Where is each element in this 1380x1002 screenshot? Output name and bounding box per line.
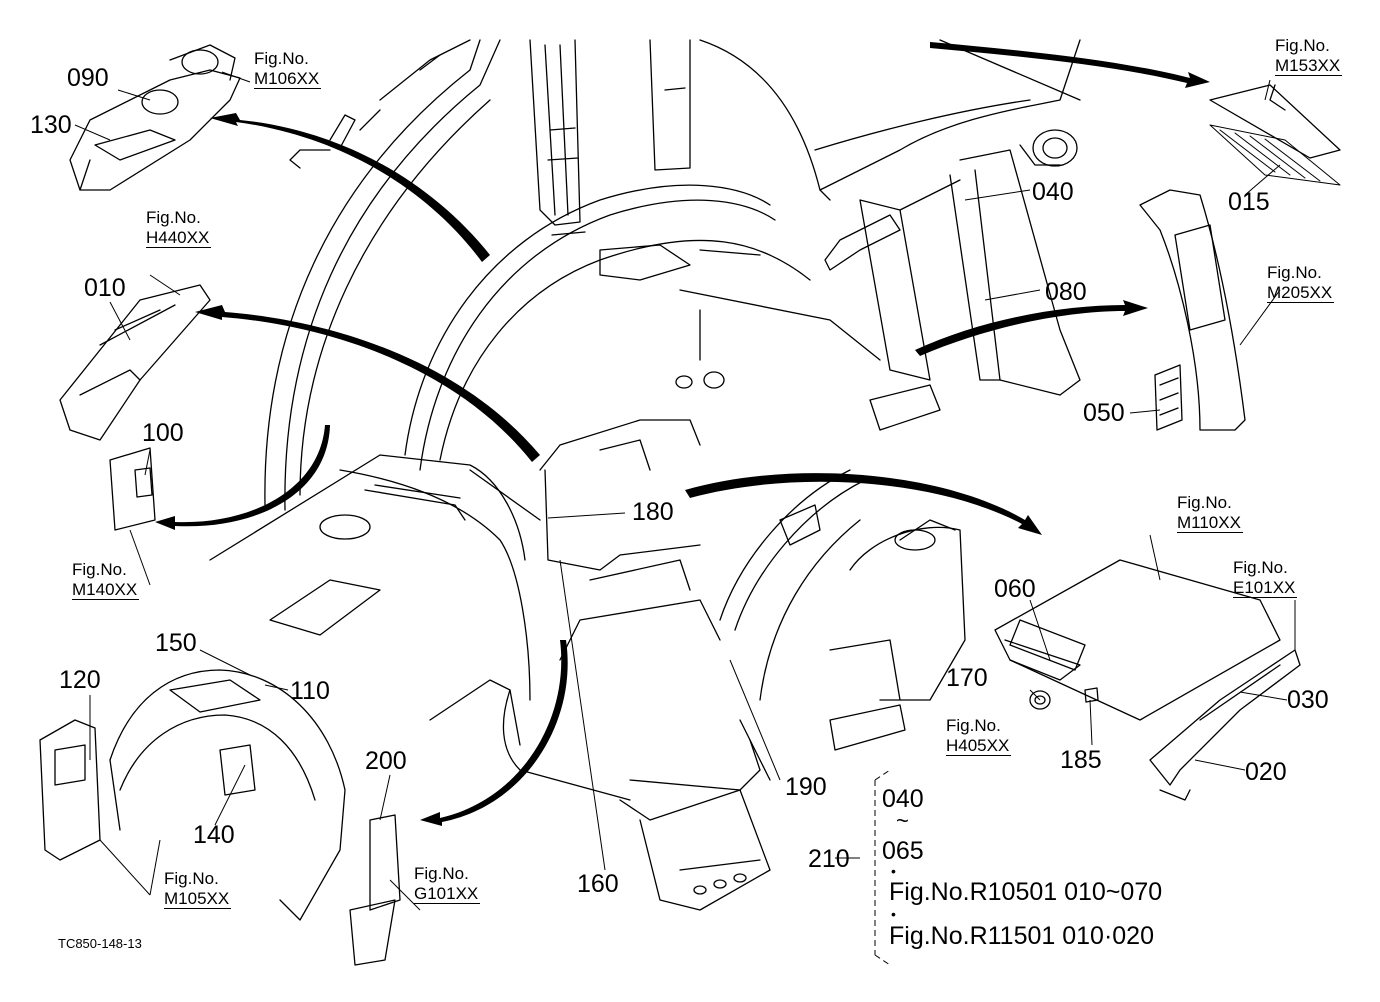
right-wheel-arch [719, 469, 866, 781]
fig-ref-m205: Fig.No. M205XX [1267, 263, 1335, 304]
fig-ref-m105: Fig.No. M105XX [164, 869, 232, 910]
fig-ref-label: Fig.No. [1275, 36, 1330, 55]
bullet-dot: • [891, 906, 896, 922]
left-pillar [529, 39, 586, 236]
part-label-150: 150 [155, 629, 197, 657]
small-panel-100 [109, 447, 156, 531]
leader-lines [74, 71, 1296, 966]
part-label-130: 130 [30, 111, 72, 139]
fig-ref-code: E101XX [1233, 577, 1298, 599]
fig-ref-code: M110XX [1177, 512, 1243, 534]
fig-ref-label: Fig.No. [254, 49, 309, 68]
arrow-to-m110 [685, 473, 1042, 535]
part-label-010: 010 [84, 274, 126, 302]
small-part-185 [1084, 687, 1099, 703]
part-label-210: 210 [808, 845, 850, 873]
range-tilde: ~ [896, 808, 909, 833]
fig-ref-label: Fig.No. [164, 869, 219, 888]
part-050 [1154, 364, 1183, 431]
part-label-090: 090 [67, 64, 109, 92]
filter-015 [1209, 124, 1341, 186]
part-label-080: 080 [1045, 278, 1087, 306]
fig-ref-code: G101XX [414, 883, 481, 905]
plate-m110 [994, 559, 1281, 721]
fig-ref-code: M105XX [164, 888, 232, 910]
arrow-to-m140 [155, 425, 330, 530]
part-label-170: 170 [946, 664, 988, 692]
fig-ref-label: Fig.No. [146, 208, 201, 227]
fig-ref-code: H440XX [146, 227, 212, 249]
axle-housing [829, 519, 966, 751]
fig-ref-h405: Fig.No. H405XX [946, 716, 1012, 757]
part-label-190: 190 [785, 773, 827, 801]
arrows [155, 42, 1210, 826]
part-label-015: 015 [1228, 188, 1270, 216]
part-label-060: 060 [994, 575, 1036, 603]
fig-ref-e101: Fig.No. E101XX [1233, 558, 1298, 599]
inner-structure [439, 239, 881, 571]
left-fender-body [209, 454, 541, 701]
fig-ref-label: Fig.No. [1267, 263, 1322, 282]
fig-ref-g101: Fig.No. G101XX [414, 864, 481, 905]
fig-ref-code: M106XX [254, 68, 322, 90]
part-label-020: 020 [1245, 758, 1287, 786]
part-label-050: 050 [1083, 399, 1125, 427]
round-part-170 [1029, 690, 1051, 710]
part-label-160: 160 [577, 870, 619, 898]
ref-r11501: Fig.No.R11501 010·020 [889, 922, 1154, 950]
bullet-dot: • [891, 863, 896, 879]
drawing-code: TC850-148-13 [58, 936, 142, 951]
part-label-200: 200 [365, 747, 407, 775]
fig-ref-label: Fig.No. [1233, 558, 1288, 577]
rear-panel-m205 [1139, 189, 1246, 431]
fig-ref-label: Fig.No. [946, 716, 1001, 735]
fig-ref-h440: Fig.No. H440XX [146, 208, 212, 249]
part-label-110: 110 [290, 677, 330, 705]
floor-step [429, 559, 771, 911]
fig-ref-m153: Fig.No. M153XX [1275, 36, 1343, 77]
roof-console-assembly [69, 44, 241, 191]
rear-window-frame [824, 149, 1081, 431]
fig-ref-label: Fig.No. [72, 560, 127, 579]
fig-ref-m140: Fig.No. M140XX [72, 560, 140, 601]
part-label-120: 120 [59, 666, 101, 694]
part-label-030: 030 [1287, 686, 1329, 714]
side-panel-010 [59, 284, 211, 441]
round-unit [1019, 129, 1078, 167]
arrow-to-g101 [420, 640, 568, 826]
part-label-040: 040 [1032, 178, 1074, 206]
part-label-180: 180 [632, 498, 674, 526]
bracket-200 [349, 814, 401, 966]
ref-r10501: Fig.No.R10501 010~070 [889, 878, 1163, 906]
fig-ref-label: Fig.No. [1177, 493, 1232, 512]
part-label-140: 140 [193, 821, 235, 849]
fig-ref-code: M140XX [72, 579, 140, 601]
part-label-100: 100 [142, 419, 184, 447]
fig-ref-m106: Fig.No. M106XX [254, 49, 322, 90]
fig-ref-code: M205XX [1267, 282, 1335, 304]
arrow-to-m205 [915, 300, 1148, 356]
fig-ref-label: Fig.No. [414, 864, 469, 883]
fig-ref-m110: Fig.No. M110XX [1177, 493, 1243, 534]
side-panel-120 [39, 719, 101, 861]
arrow-to-m153 [930, 42, 1210, 88]
arrow-to-h440 [195, 305, 540, 462]
part-label-185: 185 [1060, 746, 1102, 774]
right-pillar-roof [649, 39, 1081, 201]
fig-ref-code: M153XX [1275, 55, 1343, 77]
arrow-to-m106 [210, 113, 490, 262]
fig-ref-code: H405XX [946, 735, 1012, 757]
range-from: 040 [882, 785, 924, 813]
range-to: 065 [882, 837, 924, 865]
front-fender-panel [109, 669, 346, 921]
